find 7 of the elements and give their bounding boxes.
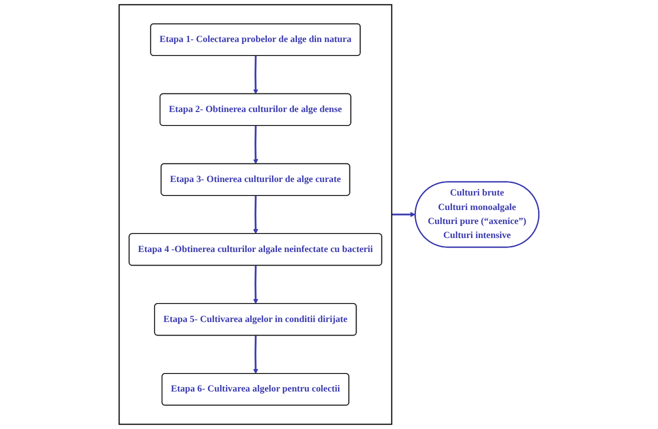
arrow: [253, 336, 258, 374]
arrow: [253, 196, 258, 234]
cluster: [118, 4, 392, 425]
arrow: [392, 212, 416, 218]
arrow: [253, 126, 258, 164]
arrow: [253, 56, 258, 94]
arrow: [253, 266, 258, 304]
